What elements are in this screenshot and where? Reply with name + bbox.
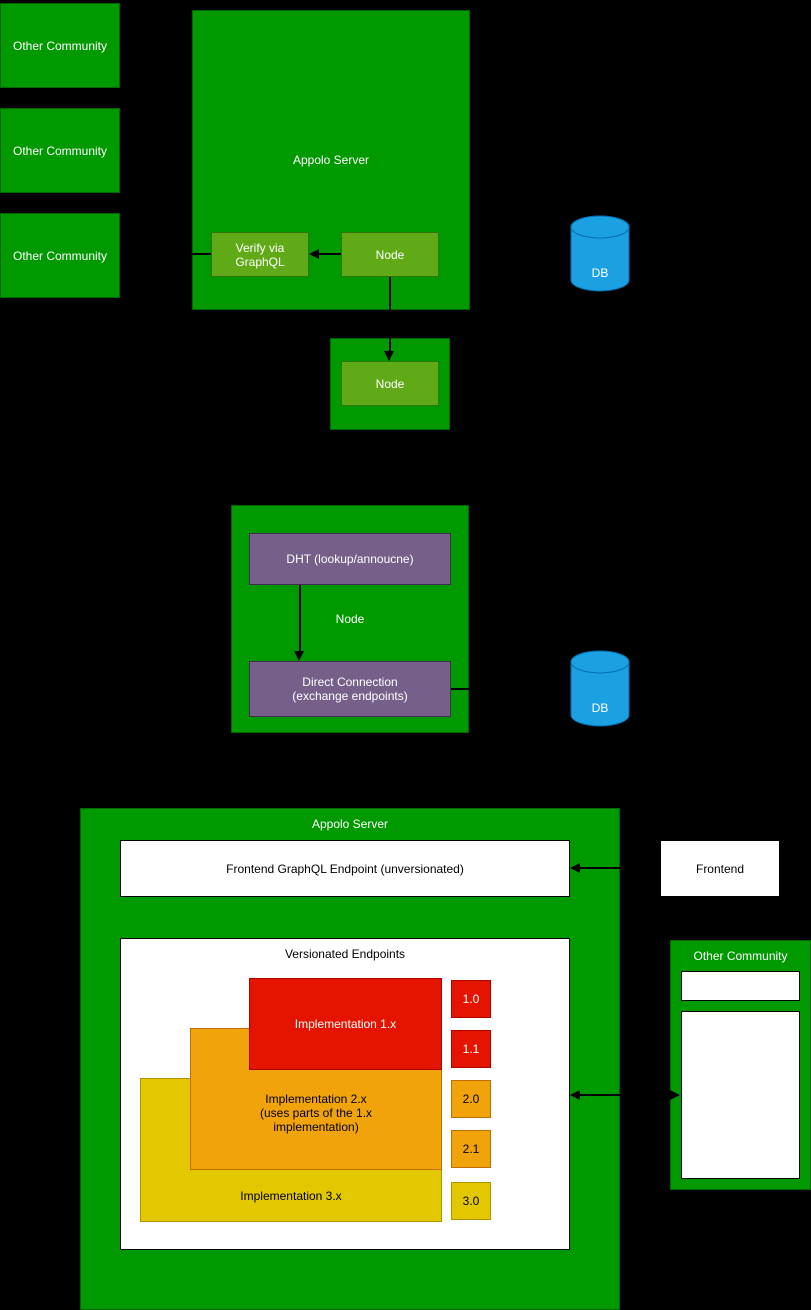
node-label: Node <box>375 376 405 391</box>
connector-verify-to-communities <box>192 253 211 255</box>
other-community-node: Other Community <box>0 213 120 298</box>
version-chip-3-0: 3.0 <box>451 1182 491 1220</box>
connector-direct-to-db <box>451 688 469 690</box>
implementation-1x-label: Implementation 1.x <box>294 1017 397 1031</box>
direct-connection-box: Direct Connection (exchange endpoints) <box>249 661 451 717</box>
database-icon <box>570 215 630 292</box>
arrowhead-to-relay-node <box>384 351 394 361</box>
version-chip-2-1: 2.1 <box>451 1130 491 1168</box>
connector-frontend-to-endpoint <box>578 867 660 869</box>
other-community-node: Other Community <box>0 3 120 88</box>
community-inner-box-small <box>681 971 800 1001</box>
other-community-node: Other Community <box>0 108 120 193</box>
verify-graphql-label: Verify via GraphQL <box>235 240 285 269</box>
connector-community-to-endpoints <box>578 1094 670 1096</box>
dht-box: DHT (lookup/annoucne) <box>249 533 451 585</box>
version-chip-1-0: 1.0 <box>451 980 491 1018</box>
connector-server-node-to-relay-node <box>389 277 391 352</box>
other-community-label: Other Community <box>12 248 108 263</box>
direct-connection-label: Direct Connection (exchange endpoints) <box>292 675 408 703</box>
arrowhead-endpoints-to-community <box>670 1090 680 1100</box>
arrowhead-community-to-endpoints <box>570 1090 580 1100</box>
db-label: DB <box>591 266 609 280</box>
appolo-server-title: Appolo Server <box>311 817 389 831</box>
arrowhead-to-direct-connection <box>294 651 304 661</box>
node-label: Node <box>375 247 405 262</box>
frontend-box: Frontend <box>660 840 780 897</box>
verify-graphql-node: Verify via GraphQL <box>211 232 309 277</box>
implementation-1x-box: Implementation 1.x <box>249 978 442 1070</box>
other-community-title: Other Community <box>693 949 788 963</box>
versionated-endpoints-title: Versionated Endpoints <box>284 947 406 961</box>
connector-dht-to-direct <box>299 585 301 651</box>
other-community-label: Other Community <box>12 143 108 158</box>
database-icon <box>570 650 630 727</box>
community-inner-box-large <box>681 1011 800 1179</box>
database-top: DB <box>570 215 630 292</box>
arrowhead-node-to-verify <box>309 249 319 259</box>
frontend-graphql-endpoint: Frontend GraphQL Endpoint (unversionated… <box>120 840 570 897</box>
db-label: DB <box>591 701 609 715</box>
version-chip-2-0: 2.0 <box>451 1080 491 1118</box>
p2p-node-label: Node <box>335 612 365 626</box>
version-chip-1-1: 1.1 <box>451 1030 491 1068</box>
frontend-label: Frontend <box>695 861 745 876</box>
frontend-endpoint-label: Frontend GraphQL Endpoint (unversionated… <box>226 861 464 876</box>
other-community-label: Other Community <box>12 38 108 53</box>
dht-label: DHT (lookup/annoucne) <box>286 552 414 566</box>
appolo-server-title: Appolo Server <box>292 153 370 167</box>
implementation-2x-label: Implementation 2.x (uses parts of the 1.… <box>259 1092 373 1134</box>
implementation-3x-label: Implementation 3.x <box>240 1189 342 1203</box>
arrowhead-frontend-to-endpoint <box>570 863 580 873</box>
node-box-relay: Node <box>341 361 439 406</box>
database-bottom: DB <box>570 650 630 727</box>
node-box-server: Node <box>341 232 439 277</box>
connector-node-to-verify <box>317 253 341 255</box>
